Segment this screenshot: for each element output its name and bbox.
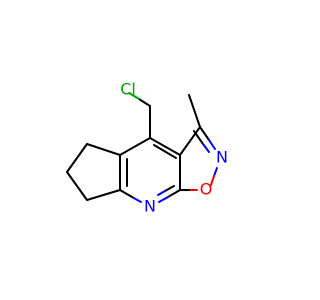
- bond-c7a-n-inner-carbon-half: [164, 185, 175, 192]
- molecule-diagram: Cl N O N: [66, 80, 228, 216]
- bond-ch2-cl-chlorine-half: [128, 92, 140, 100]
- bond-c4-c3a-inner: [153, 144, 177, 159]
- bond-ch2-cl-carbon-half: [138, 98, 151, 107]
- bond-c3-methyl: [188, 94, 201, 128]
- bond-c8a-c8: [86, 143, 121, 156]
- bond-c7a-n-nitrogen-half: [158, 196, 169, 203]
- bond-c3-n-carbon-half: [199, 126, 210, 141]
- bond-n-c5a-carbon-half: [119, 189, 133, 198]
- bond-c7a-n-inner-nitrogen-half: [157, 190, 166, 196]
- bond-c7a-n-carbon-half: [167, 189, 181, 198]
- bond-c3-n-inner-nitrogen-half: [202, 143, 210, 153]
- bond-n-o-oxygen-half: [210, 175, 215, 186]
- bond-n-c5a-nitrogen-half: [131, 196, 142, 203]
- bond-c7-c6: [66, 171, 88, 201]
- isoxazole-oxygen-label: O: [200, 180, 213, 199]
- bond-c6-c5a: [86, 189, 121, 201]
- bond-c3-n-nitrogen-half: [208, 139, 216, 150]
- bond-c3-n-inner-carbon-half: [193, 130, 204, 145]
- bond-c8-c7: [66, 143, 88, 173]
- bond-c3a-c3: [179, 126, 201, 156]
- pyridine-nitrogen-label: N: [144, 197, 156, 216]
- bond-c8a-c4: [119, 137, 151, 156]
- chlorine-label: Cl: [120, 80, 136, 99]
- bond-c4-c3a: [149, 137, 181, 156]
- bond-n-o-nitrogen-half: [213, 167, 218, 177]
- isoxazole-nitrogen-label: N: [216, 148, 228, 167]
